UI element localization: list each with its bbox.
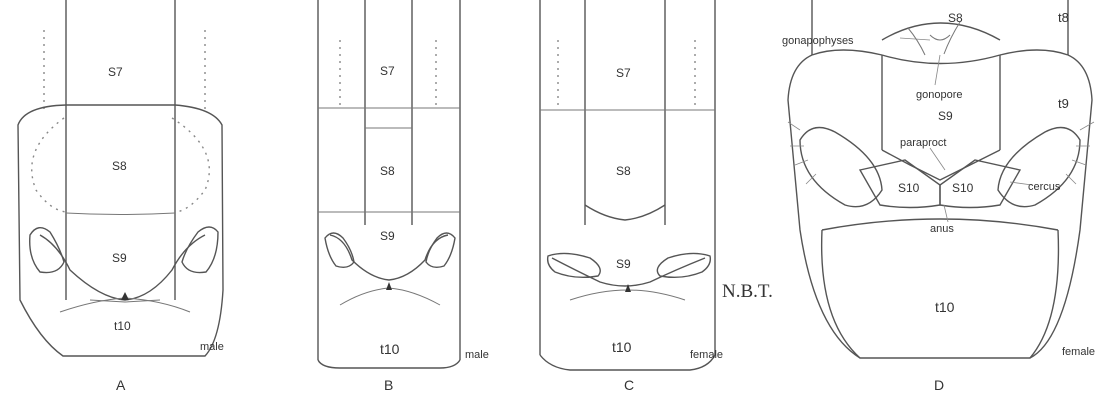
figure-d-label-t10: t10 xyxy=(935,299,955,315)
signature: N.B.T. xyxy=(722,281,773,302)
figure-d-label-s8: S8 xyxy=(948,11,963,25)
figure-d: S8 t8 t9 S9 S10 S10 t10 gonapophyses gon… xyxy=(782,0,1095,393)
figure-c-label-s9: S9 xyxy=(616,257,631,271)
figure-a-caption: A xyxy=(116,377,126,393)
figure-d-label-t9: t9 xyxy=(1058,96,1069,111)
label-paraproct: paraproct xyxy=(900,137,946,149)
label-cercus: cercus xyxy=(1028,181,1061,193)
figure-c-label-s7: S7 xyxy=(616,66,631,80)
figure-a-label-s7: S7 xyxy=(108,65,123,79)
figure-a: S7 S8 S9 t10 male A xyxy=(18,0,224,393)
figure-d-label-s10-right: S10 xyxy=(952,181,974,195)
figure-d-caption: D xyxy=(934,377,944,393)
figure-a-sex-label: male xyxy=(200,341,224,353)
figure-b-caption: B xyxy=(384,377,393,393)
figure-a-anus-mark xyxy=(121,292,129,300)
figure-b-anus-mark xyxy=(386,282,392,290)
figure-c-caption: C xyxy=(624,377,634,393)
label-anus: anus xyxy=(930,223,954,235)
figure-b-label-s9: S9 xyxy=(380,229,395,243)
figure-d-label-s9: S9 xyxy=(938,109,953,123)
figure-b-label-s8: S8 xyxy=(380,164,395,178)
figure-c-label-s8: S8 xyxy=(616,164,631,178)
label-gonapophyses: gonapophyses xyxy=(782,35,854,47)
figure-a-label-t10: t10 xyxy=(114,319,131,333)
figure-c-sex-label: female xyxy=(690,349,723,361)
figure-d-sex-label: female xyxy=(1062,346,1095,358)
figure-b-sex-label: male xyxy=(465,349,489,361)
figure-d-label-s10-left: S10 xyxy=(898,181,920,195)
figure-b-label-s7: S7 xyxy=(380,64,395,78)
label-gonopore: gonopore xyxy=(916,89,963,101)
figure-b: S7 S8 S9 t10 male B xyxy=(318,0,489,393)
figure-d-label-t8: t8 xyxy=(1058,10,1069,25)
figure-b-label-t10: t10 xyxy=(380,341,400,357)
figure-a-label-s9: S9 xyxy=(112,251,127,265)
figure-a-label-s8: S8 xyxy=(112,159,127,173)
figure-c-label-t10: t10 xyxy=(612,339,632,355)
figure-c: S7 S8 S9 t10 female C xyxy=(540,0,723,393)
